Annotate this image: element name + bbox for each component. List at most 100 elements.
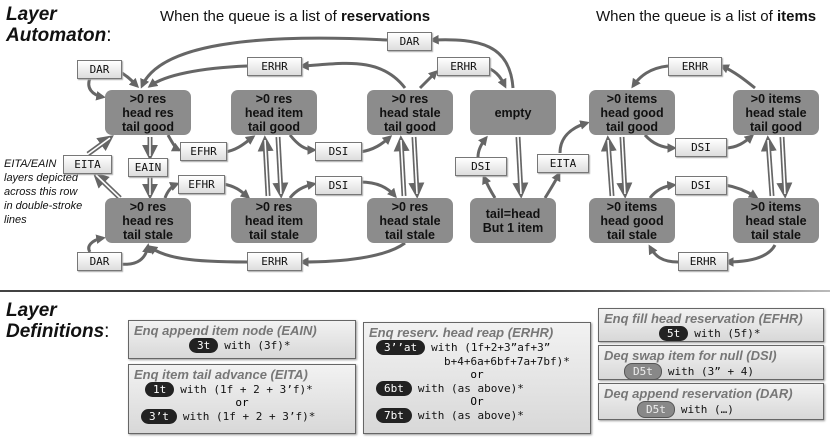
transition-items-dsi-row2: DSI bbox=[675, 176, 727, 195]
or-text: or bbox=[470, 368, 484, 381]
definition-erhr: Enq reserv. head reap (ERHR) 3’’at with (… bbox=[363, 322, 591, 434]
or-text: Or bbox=[470, 395, 484, 408]
transition-dar-top: DAR bbox=[387, 32, 432, 51]
layer-pill: 3’t bbox=[141, 409, 177, 424]
transition-arrow bbox=[418, 69, 439, 90]
transition-arrow bbox=[429, 34, 515, 89]
double-stroke-note: EITA/EAIN layers depicted across this ro… bbox=[4, 158, 83, 226]
transition-items-dsi-row1: DSI bbox=[675, 138, 727, 157]
state-res-headres-tailstale: >0 res head res tail stale bbox=[105, 198, 191, 243]
double-stroke-arrow bbox=[257, 135, 274, 197]
transition-efhr-row2: EFHR bbox=[178, 175, 225, 194]
definition-text: with (…) bbox=[680, 402, 734, 416]
layer-pill: 3t bbox=[189, 338, 219, 353]
transition-arrow bbox=[648, 180, 677, 199]
state-empty: empty bbox=[470, 90, 556, 135]
transition-arrow bbox=[140, 36, 388, 89]
transition-arrow bbox=[476, 135, 488, 158]
definition-text: with (5f)* bbox=[694, 326, 761, 340]
transition-arrow bbox=[288, 134, 317, 155]
definition-text: with (1f+2+3”af+3” bbox=[431, 340, 551, 354]
definition-text: with (3f)* bbox=[224, 338, 291, 352]
double-stroke-arrow bbox=[760, 135, 777, 197]
state-items-headgood-tailstale: >0 items head good tail stale bbox=[589, 198, 675, 243]
definition-text: b+4+6a+6bf+7a+7bf)* bbox=[444, 355, 570, 368]
transition-arrow bbox=[643, 133, 677, 153]
transition-dar-bottom: DAR bbox=[77, 252, 122, 271]
transition-arrow bbox=[631, 64, 669, 89]
definition-text: with (as above)* bbox=[417, 408, 524, 422]
definition-title: Enq fill head reservation (EFHR) bbox=[604, 311, 803, 326]
transition-items-erhr-top: ERHR bbox=[668, 57, 722, 76]
definition-text: with (1f + 2 + 3’f)* bbox=[182, 409, 316, 423]
transition-items-erhr-bottom: ERHR bbox=[678, 252, 728, 271]
transition-arrow bbox=[87, 234, 106, 253]
transition-dsi-row1: DSI bbox=[315, 142, 362, 161]
layer-pill: 6bt bbox=[376, 381, 412, 396]
double-stroke-arrow bbox=[616, 136, 633, 199]
state-items-headgood-tailgood: >0 items head good tail good bbox=[589, 90, 675, 135]
definition-eain: Enq append item node (EAIN) 3t with (3f)* bbox=[128, 320, 356, 359]
definition-title: Enq append item node (EAIN) bbox=[134, 323, 317, 338]
layer-pill: 5t bbox=[659, 326, 689, 341]
transition-arrow bbox=[724, 183, 759, 199]
transition-arrow bbox=[724, 244, 777, 267]
definition-efhr: Enq fill head reservation (EFHR) 5t with … bbox=[598, 308, 824, 342]
layer-pill: 7bt bbox=[376, 408, 412, 423]
transition-arrow bbox=[299, 241, 406, 267]
transition-arrow bbox=[487, 66, 507, 89]
transition-arrow bbox=[359, 135, 393, 154]
transition-arrow bbox=[147, 64, 248, 88]
subtitle-reservations: When the queue is a list of reservations bbox=[160, 8, 431, 25]
double-stroke-arrow bbox=[600, 135, 617, 197]
double-stroke-arrow bbox=[92, 171, 122, 200]
transition-eain: EAIN bbox=[128, 158, 168, 177]
double-stroke-arrow bbox=[393, 135, 410, 197]
definition-text: with (3” + 4) bbox=[667, 364, 754, 378]
layer-pill: 1t bbox=[145, 382, 175, 397]
transition-eita-middle: EITA bbox=[537, 154, 589, 173]
transition-arrow bbox=[648, 244, 679, 264]
state-items-headstale-tailgood: >0 items head stale tail good bbox=[733, 90, 819, 135]
definition-title: Enq reserv. head reap (ERHR) bbox=[369, 325, 554, 340]
definition-title: Enq item tail advance (EITA) bbox=[134, 367, 308, 382]
or-text: or bbox=[235, 396, 249, 409]
transition-arrow bbox=[166, 134, 182, 152]
state-tail-equals-head: tail=head But 1 item bbox=[470, 198, 556, 243]
definition-text: with (as above)* bbox=[417, 381, 524, 395]
transition-arrows bbox=[86, 34, 793, 267]
state-items-headstale-tailstale: >0 items head stale tail stale bbox=[733, 198, 819, 243]
state-res-headitem-tailgood: >0 res head item tail good bbox=[231, 90, 317, 135]
transition-arrow bbox=[558, 120, 590, 154]
transition-arrow bbox=[482, 174, 497, 199]
transition-arrow bbox=[222, 182, 251, 199]
transition-erhr-top: ERHR bbox=[247, 57, 302, 76]
definition-text: with (1f + 2 + 3’f)* bbox=[180, 382, 313, 396]
transition-arrow bbox=[224, 135, 256, 154]
transition-arrow bbox=[724, 134, 755, 150]
transition-dsi-middle: DSI bbox=[455, 157, 507, 176]
layer-pill: 3’’at bbox=[376, 340, 426, 355]
layer-pill: D5t bbox=[624, 363, 662, 380]
transition-efhr-row1: EFHR bbox=[180, 142, 227, 161]
transition-arrow bbox=[87, 77, 106, 101]
transition-arrow bbox=[119, 70, 140, 89]
layer-pill: D5t bbox=[637, 401, 675, 418]
section-divider bbox=[0, 290, 830, 292]
state-res-headitem-tailstale: >0 res head item tail stale bbox=[231, 198, 317, 243]
state-res-headstale-tailgood: >0 res head stale tail good bbox=[367, 90, 453, 135]
transition-arrow bbox=[288, 180, 317, 199]
subtitle-items: When the queue is a list of items bbox=[596, 8, 817, 25]
definition-eita: Enq item tail advance (EITA) 1t with (1f … bbox=[128, 364, 356, 434]
transition-eita-left: EITA bbox=[63, 155, 112, 174]
transition-arrow bbox=[147, 245, 248, 264]
double-stroke-arrow bbox=[272, 136, 289, 199]
transition-arrow bbox=[543, 171, 561, 199]
transition-arrow bbox=[119, 243, 152, 266]
double-stroke-arrow bbox=[86, 135, 114, 157]
transition-arrow bbox=[359, 180, 397, 199]
